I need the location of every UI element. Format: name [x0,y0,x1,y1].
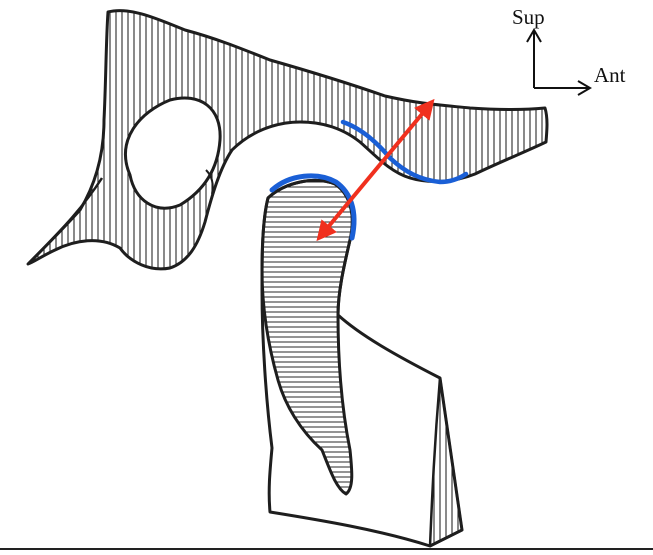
bottom-border-line [0,548,653,550]
temporal-fossa-outline [124,96,222,210]
fossa-inner-notch [205,169,214,195]
joint-space-arrow [316,98,435,242]
posterior-border-hatched [428,376,464,548]
superior-label: Sup [512,5,545,29]
superior-arrow-icon [526,28,542,43]
anterior-arrow-icon [577,80,592,96]
anterior-label: Ant [594,63,626,87]
mandibular-ramus [260,179,464,548]
orientation-indicator: Sup Ant [512,5,626,96]
styloid-spur [33,177,104,259]
